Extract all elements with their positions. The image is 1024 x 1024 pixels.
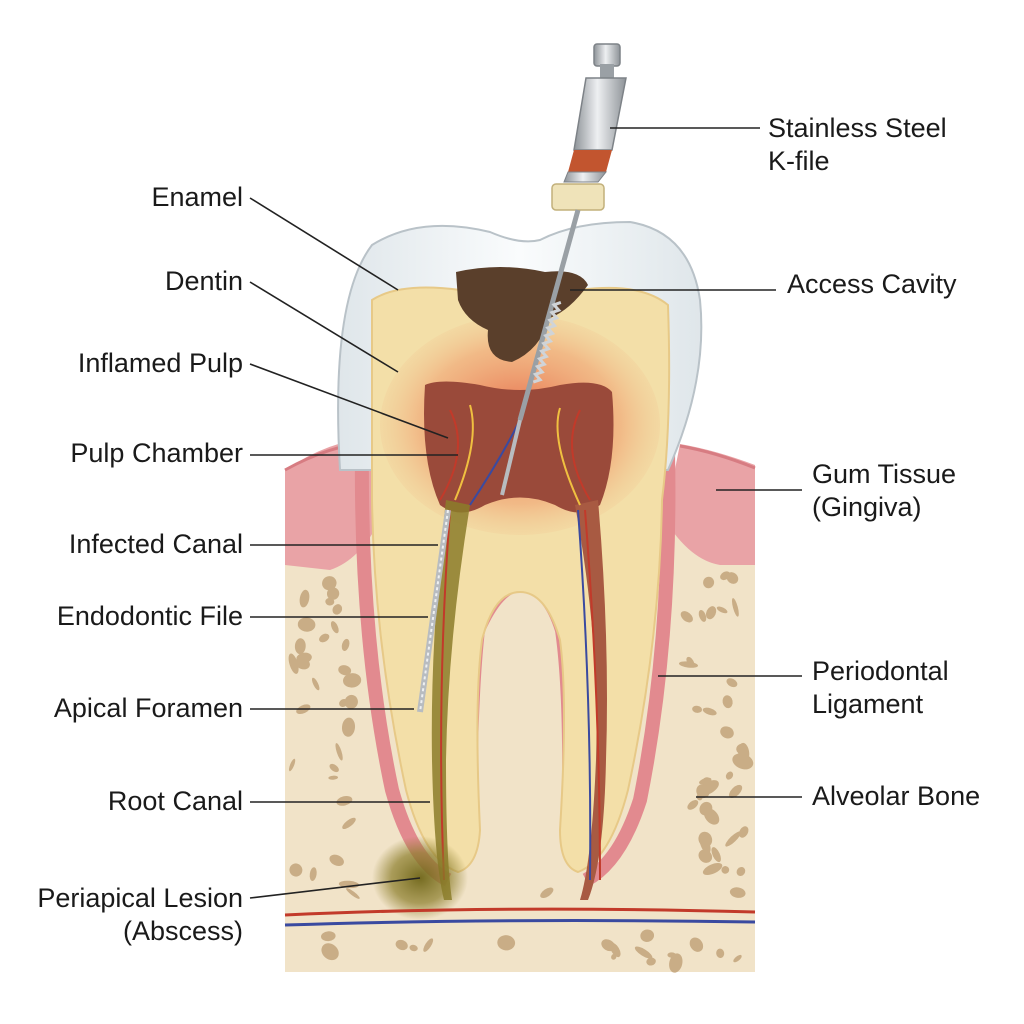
bone-pore bbox=[346, 888, 360, 899]
label-inflamed-pulp: Inflamed Pulp bbox=[77, 348, 243, 378]
bone-pore bbox=[703, 808, 720, 825]
bone-pore bbox=[329, 763, 339, 773]
bone-pore bbox=[689, 937, 704, 952]
bone-pore bbox=[299, 589, 310, 608]
bone-pore bbox=[296, 652, 312, 664]
bone-pore bbox=[328, 775, 339, 780]
bone-pore bbox=[423, 938, 434, 952]
bone-pore bbox=[601, 939, 616, 952]
bone-pore bbox=[329, 854, 344, 867]
bone-pore bbox=[687, 800, 699, 810]
label-infected-canal: Infected Canal bbox=[68, 529, 243, 559]
label-root-canal: Root Canal bbox=[107, 786, 243, 816]
bone-pore bbox=[332, 604, 343, 615]
label-endodontic-file: Endodontic File bbox=[56, 601, 243, 631]
bone-pore bbox=[726, 678, 738, 688]
label-gum-tissue: Gum Tissue (Gingiva) bbox=[812, 459, 957, 522]
bone-pore bbox=[294, 638, 306, 655]
bone-pore bbox=[726, 572, 739, 584]
bone-pore bbox=[720, 726, 734, 739]
bone-pore bbox=[341, 717, 356, 737]
bone-pore bbox=[733, 954, 742, 963]
bone-pore bbox=[540, 887, 554, 899]
bone-pore bbox=[686, 656, 695, 668]
bone-pore bbox=[338, 665, 352, 676]
label-access-cavity: Access Cavity bbox=[787, 269, 957, 299]
bone-pore bbox=[698, 609, 707, 622]
bone-pore bbox=[729, 887, 746, 898]
bone-pore bbox=[736, 867, 746, 876]
bone-pore bbox=[288, 758, 296, 772]
bone-pore bbox=[705, 606, 717, 620]
bone-pore bbox=[330, 621, 339, 634]
bone-pore bbox=[311, 677, 320, 691]
bone-pore bbox=[309, 867, 317, 881]
bone-pore bbox=[640, 929, 655, 942]
bone-pore bbox=[325, 597, 335, 606]
bone-pore bbox=[732, 753, 754, 770]
label-stainless-steel-kfile: Stainless Steel K-file bbox=[768, 113, 947, 176]
bone-pore bbox=[289, 863, 303, 877]
bone-pore bbox=[343, 673, 362, 688]
bone-pore bbox=[336, 796, 353, 806]
label-alveolar-bone: Alveolar Bone bbox=[812, 781, 981, 811]
bone-pore bbox=[409, 944, 418, 952]
label-dentin: Dentin bbox=[164, 266, 243, 296]
bone-pore bbox=[698, 849, 713, 863]
bone-pore bbox=[716, 606, 728, 614]
bone-pore bbox=[702, 862, 723, 876]
bone-pore bbox=[729, 784, 743, 798]
k-file-instrument bbox=[500, 43, 627, 496]
bone-pore bbox=[738, 826, 749, 838]
bone-pore bbox=[732, 598, 739, 617]
label-pulp-chamber: Pulp Chamber bbox=[70, 438, 243, 468]
bone-pore bbox=[725, 771, 734, 780]
bone-pore bbox=[297, 617, 316, 632]
bone-pore bbox=[696, 784, 710, 799]
label-periapical-lesion: Periapical Lesion (Abscess) bbox=[37, 883, 243, 946]
bone-pore bbox=[646, 957, 656, 966]
bone-pore bbox=[680, 611, 693, 623]
bottom-vessels bbox=[284, 907, 756, 927]
nerves-vessels bbox=[439, 404, 601, 881]
bone-pore bbox=[344, 694, 358, 709]
bone-pore bbox=[692, 705, 703, 713]
bone-pore bbox=[341, 638, 350, 651]
bone-pore bbox=[326, 587, 340, 600]
bone-pore bbox=[288, 653, 299, 674]
endodontic-file bbox=[417, 509, 451, 713]
bone-pore bbox=[497, 935, 516, 951]
leader-lines bbox=[249, 127, 802, 899]
bone-pore bbox=[699, 835, 711, 854]
bone-pore bbox=[725, 831, 741, 847]
bone-pore bbox=[722, 695, 733, 709]
bone-pore bbox=[322, 576, 337, 591]
bone-pore bbox=[634, 946, 653, 959]
bone-pore bbox=[721, 866, 730, 874]
bone-pore bbox=[711, 847, 721, 863]
bone-pore bbox=[716, 948, 725, 958]
bone-pore bbox=[702, 707, 717, 716]
bone-pore bbox=[335, 743, 343, 761]
label-apical-foramen: Apical Foramen bbox=[53, 693, 243, 723]
bone-pore bbox=[319, 633, 330, 643]
label-enamel: Enamel bbox=[151, 182, 243, 212]
bone-pore bbox=[611, 953, 617, 960]
bone-pore bbox=[395, 939, 408, 951]
bone-pore bbox=[669, 953, 683, 973]
bone-pore bbox=[703, 576, 715, 589]
bone-pore bbox=[667, 952, 677, 958]
bone-pore bbox=[342, 817, 356, 830]
bone-pore bbox=[321, 943, 339, 961]
bone-pore bbox=[321, 931, 336, 942]
label-periodontal-ligament: Periodontal Ligament bbox=[812, 656, 949, 719]
